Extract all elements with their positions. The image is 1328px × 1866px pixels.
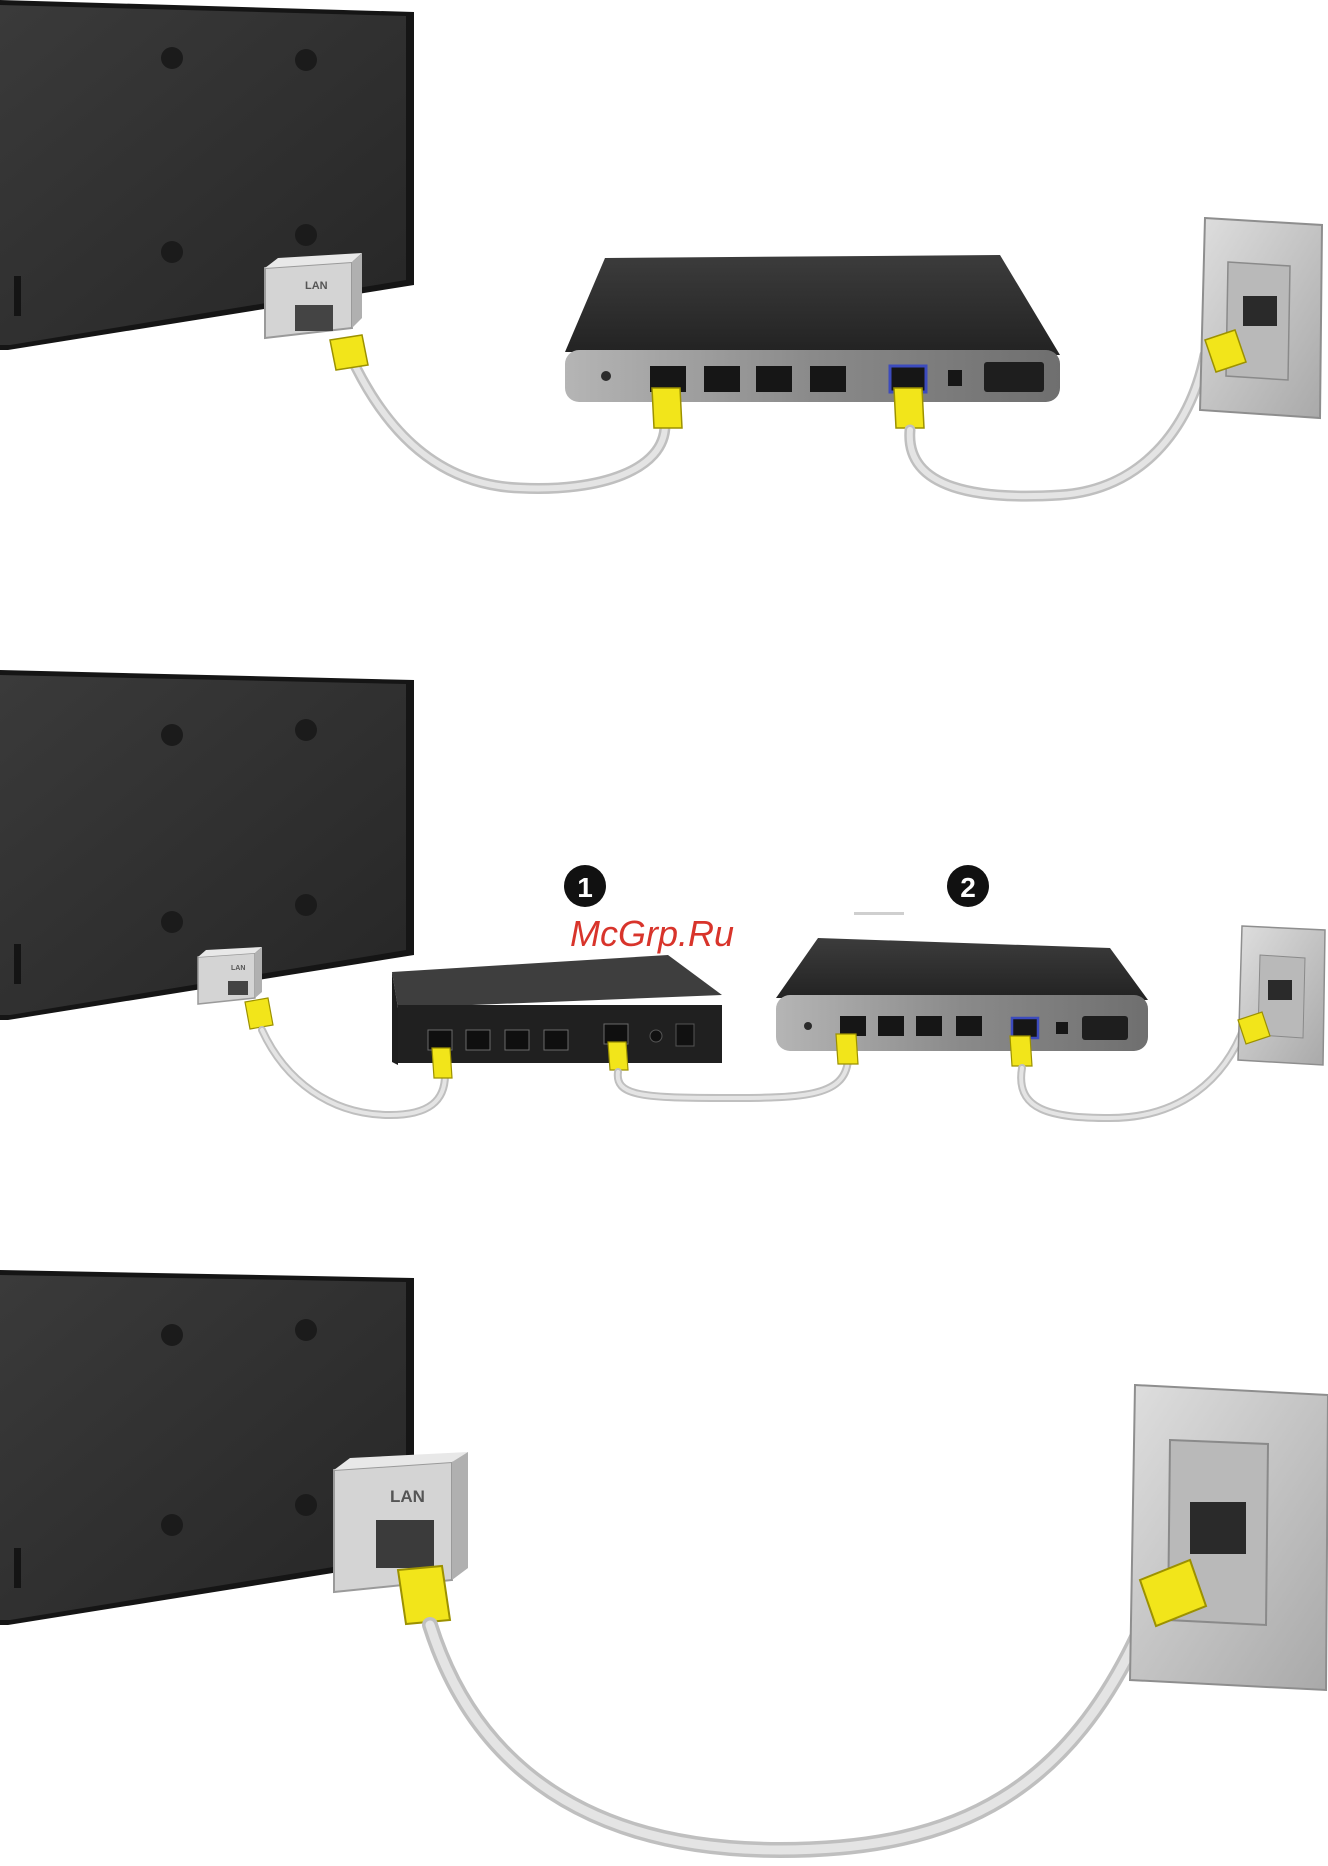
lan-adapter-icon: LAN <box>198 947 262 1004</box>
lan-label: LAN <box>390 1487 425 1506</box>
wall-socket-icon <box>1200 218 1322 418</box>
ethernet-plug-icon <box>894 388 924 428</box>
ethernet-plug-icon <box>245 998 273 1029</box>
scene-hub-connection: LAN <box>0 670 1325 1118</box>
power-switch-icon <box>1082 1016 1128 1040</box>
ethernet-plug-icon <box>398 1566 450 1624</box>
router-icon <box>776 912 1148 1051</box>
ethernet-cable <box>430 1620 1145 1850</box>
ethernet-plug-icon <box>1010 1036 1032 1066</box>
lan-label: LAN <box>231 965 245 972</box>
wall-socket-icon <box>1238 926 1325 1065</box>
power-switch-icon <box>984 362 1044 392</box>
ethernet-plug-icon <box>432 1048 452 1078</box>
badge-2-label: 2 <box>960 872 976 903</box>
wall-socket-icon <box>1130 1385 1328 1690</box>
ethernet-plug-icon <box>330 335 368 370</box>
step-badge-1: 1 <box>564 865 606 907</box>
ethernet-plug-icon <box>836 1034 858 1064</box>
watermark-text: McGrp.Ru <box>570 913 734 954</box>
lan-label: LAN <box>305 280 328 292</box>
ethernet-plug-icon <box>652 388 682 428</box>
badge-1-label: 1 <box>577 872 593 903</box>
step-badge-2: 2 <box>947 865 989 907</box>
ethernet-plug-icon <box>608 1042 628 1070</box>
scene-router-connection: LAN <box>0 0 1322 496</box>
router-icon <box>565 255 1060 402</box>
scene-direct-connection: LAN <box>0 1270 1328 1850</box>
lan-adapter-icon: LAN <box>265 253 362 338</box>
